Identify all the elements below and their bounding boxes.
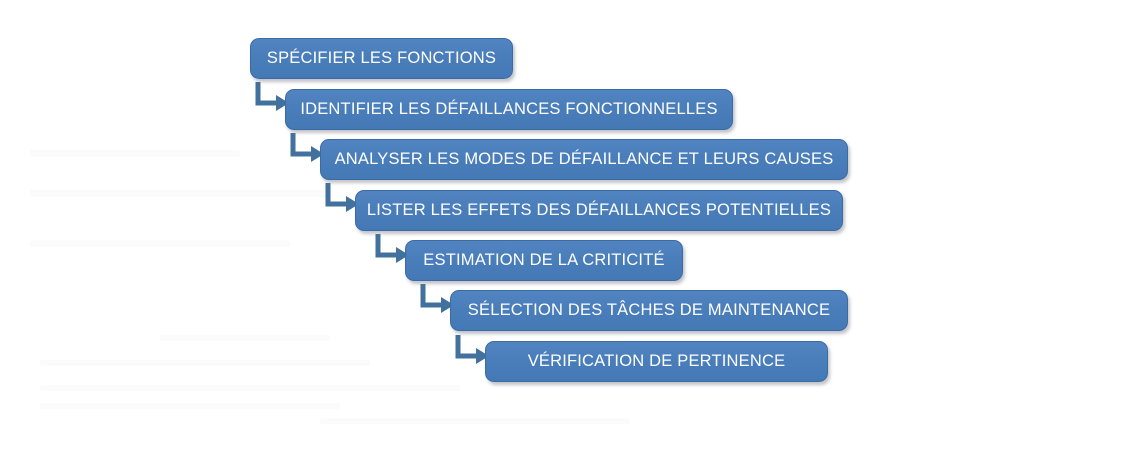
process-step-label: ESTIMATION DE LA CRITICITÉ xyxy=(423,251,665,270)
process-step-box[interactable]: ANALYSER LES MODES DE DÉFAILLANCE ET LEU… xyxy=(320,139,848,180)
process-step-box[interactable]: SÉLECTION DES TÂCHES DE MAINTENANCE xyxy=(450,290,848,331)
process-step-label: IDENTIFIER LES DÉFAILLANCES FONCTIONNELL… xyxy=(300,100,718,119)
background-artifact xyxy=(30,240,290,247)
background-artifact xyxy=(160,335,330,341)
process-step-label: SÉLECTION DES TÂCHES DE MAINTENANCE xyxy=(467,301,831,320)
background-artifact xyxy=(40,403,340,409)
process-step-box[interactable]: ESTIMATION DE LA CRITICITÉ xyxy=(405,240,683,281)
process-step-box[interactable]: IDENTIFIER LES DÉFAILLANCES FONCTIONNELL… xyxy=(285,89,733,130)
process-step-box[interactable]: LISTER LES EFFETS DES DÉFAILLANCES POTEN… xyxy=(355,190,843,231)
process-step-box[interactable]: SPÉCIFIER LES FONCTIONS xyxy=(250,38,513,79)
process-step-label: ANALYSER LES MODES DE DÉFAILLANCE ET LEU… xyxy=(334,150,834,169)
background-artifact xyxy=(40,385,460,391)
process-step-label: LISTER LES EFFETS DES DÉFAILLANCES POTEN… xyxy=(366,201,832,220)
process-step-box[interactable]: VÉRIFICATION DE PERTINENCE xyxy=(485,341,828,382)
background-artifact xyxy=(40,360,370,366)
process-step-label: SPÉCIFIER LES FONCTIONS xyxy=(266,49,497,68)
process-step-label: VÉRIFICATION DE PERTINENCE xyxy=(527,352,786,371)
background-artifact xyxy=(320,418,630,424)
background-artifact xyxy=(30,150,240,157)
background-artifact xyxy=(30,190,330,197)
